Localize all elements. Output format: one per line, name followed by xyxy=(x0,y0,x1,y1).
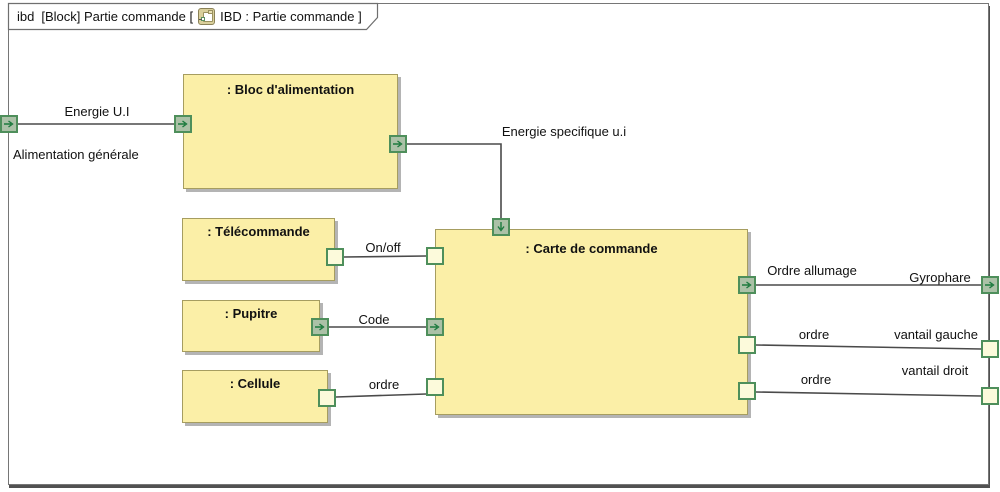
port-carte-ordre-in[interactable] xyxy=(426,378,444,396)
flow-arrow-right-icon xyxy=(315,323,325,331)
port-bloc-alimentation-out[interactable] xyxy=(389,135,407,153)
block-title: : Pupitre xyxy=(224,306,278,321)
label-vantail-gauche[interactable]: vantail gauche xyxy=(894,327,978,342)
label-gyrophare[interactable]: Gyrophare xyxy=(909,270,971,285)
label-ordre-vantail-droit[interactable]: ordre xyxy=(800,372,832,387)
label-ordre-cellule[interactable]: ordre xyxy=(368,377,400,392)
block-title: : Télécommande xyxy=(207,224,310,239)
block-title: : Carte de commande xyxy=(525,241,658,256)
flow-arrow-right-icon xyxy=(430,323,440,331)
label-energie-specifique[interactable]: Energie specifique u.i xyxy=(501,124,627,139)
block-bloc-alimentation[interactable]: : Bloc d'alimentation xyxy=(183,74,398,189)
connector-on-off[interactable] xyxy=(343,255,427,258)
port-carte-code-in[interactable] xyxy=(426,318,444,336)
port-cellule-out[interactable] xyxy=(318,389,336,407)
flow-arrow-right-icon xyxy=(178,120,188,128)
label-code[interactable]: Code xyxy=(358,312,390,327)
block-title: : Bloc d'alimentation xyxy=(226,82,355,97)
connector-ordre-vantail-gauche[interactable] xyxy=(755,344,982,350)
flow-arrow-right-icon xyxy=(742,281,752,289)
label-on-off[interactable]: On/off xyxy=(365,240,401,255)
connector-ordre-cellule[interactable] xyxy=(335,393,427,398)
ibd-diagram-icon xyxy=(198,8,216,25)
port-carte-onoff-in[interactable] xyxy=(426,247,444,265)
port-carte-ordre-droit-out[interactable] xyxy=(738,382,756,400)
label-ordre-allumage[interactable]: Ordre allumage xyxy=(767,263,857,278)
label-ordre-vantail-gauche[interactable]: ordre xyxy=(798,327,830,342)
port-alimentation-frame[interactable] xyxy=(0,115,18,133)
port-carte-allumage-out[interactable] xyxy=(738,276,756,294)
tab-title-text: [Block] Partie commande [ xyxy=(41,9,194,24)
port-carte-energie-in[interactable] xyxy=(492,218,510,236)
label-vantail-droit[interactable]: vantail droit xyxy=(901,363,969,378)
block-telecommande[interactable]: : Télécommande xyxy=(182,218,335,281)
label-alimentation-generale[interactable]: Alimentation générale xyxy=(13,147,139,162)
flow-arrow-right-icon xyxy=(985,281,995,289)
flow-arrow-down-icon xyxy=(497,222,505,232)
block-pupitre[interactable]: : Pupitre xyxy=(182,300,320,352)
tab-subtitle-text: IBD : Partie commande ] xyxy=(220,9,362,24)
diagram-tab[interactable] xyxy=(7,2,379,31)
label-energie-ui[interactable]: Energie U.I xyxy=(64,104,130,119)
connector-energie-specifique[interactable] xyxy=(407,143,502,218)
flow-arrow-right-icon xyxy=(393,140,403,148)
diagram-tab-title[interactable]: ibd [Block] Partie commande [ IBD : Part… xyxy=(17,8,362,25)
port-telecommande-out[interactable] xyxy=(326,248,344,266)
port-frame-gyrophare[interactable] xyxy=(981,276,999,294)
block-title: : Cellule xyxy=(229,376,281,391)
port-frame-vantail-gauche[interactable] xyxy=(981,340,999,358)
port-bloc-alimentation-in[interactable] xyxy=(174,115,192,133)
port-carte-ordre-gauche-out[interactable] xyxy=(738,336,756,354)
port-frame-vantail-droit[interactable] xyxy=(981,387,999,405)
tab-keyword: ibd xyxy=(17,9,35,24)
flow-arrow-right-icon xyxy=(4,120,14,128)
port-pupitre-out[interactable] xyxy=(311,318,329,336)
block-cellule[interactable]: : Cellule xyxy=(182,370,328,423)
connector-ordre-vantail-droit[interactable] xyxy=(755,391,982,397)
block-carte-de-commande[interactable]: : Carte de commande xyxy=(435,229,748,415)
